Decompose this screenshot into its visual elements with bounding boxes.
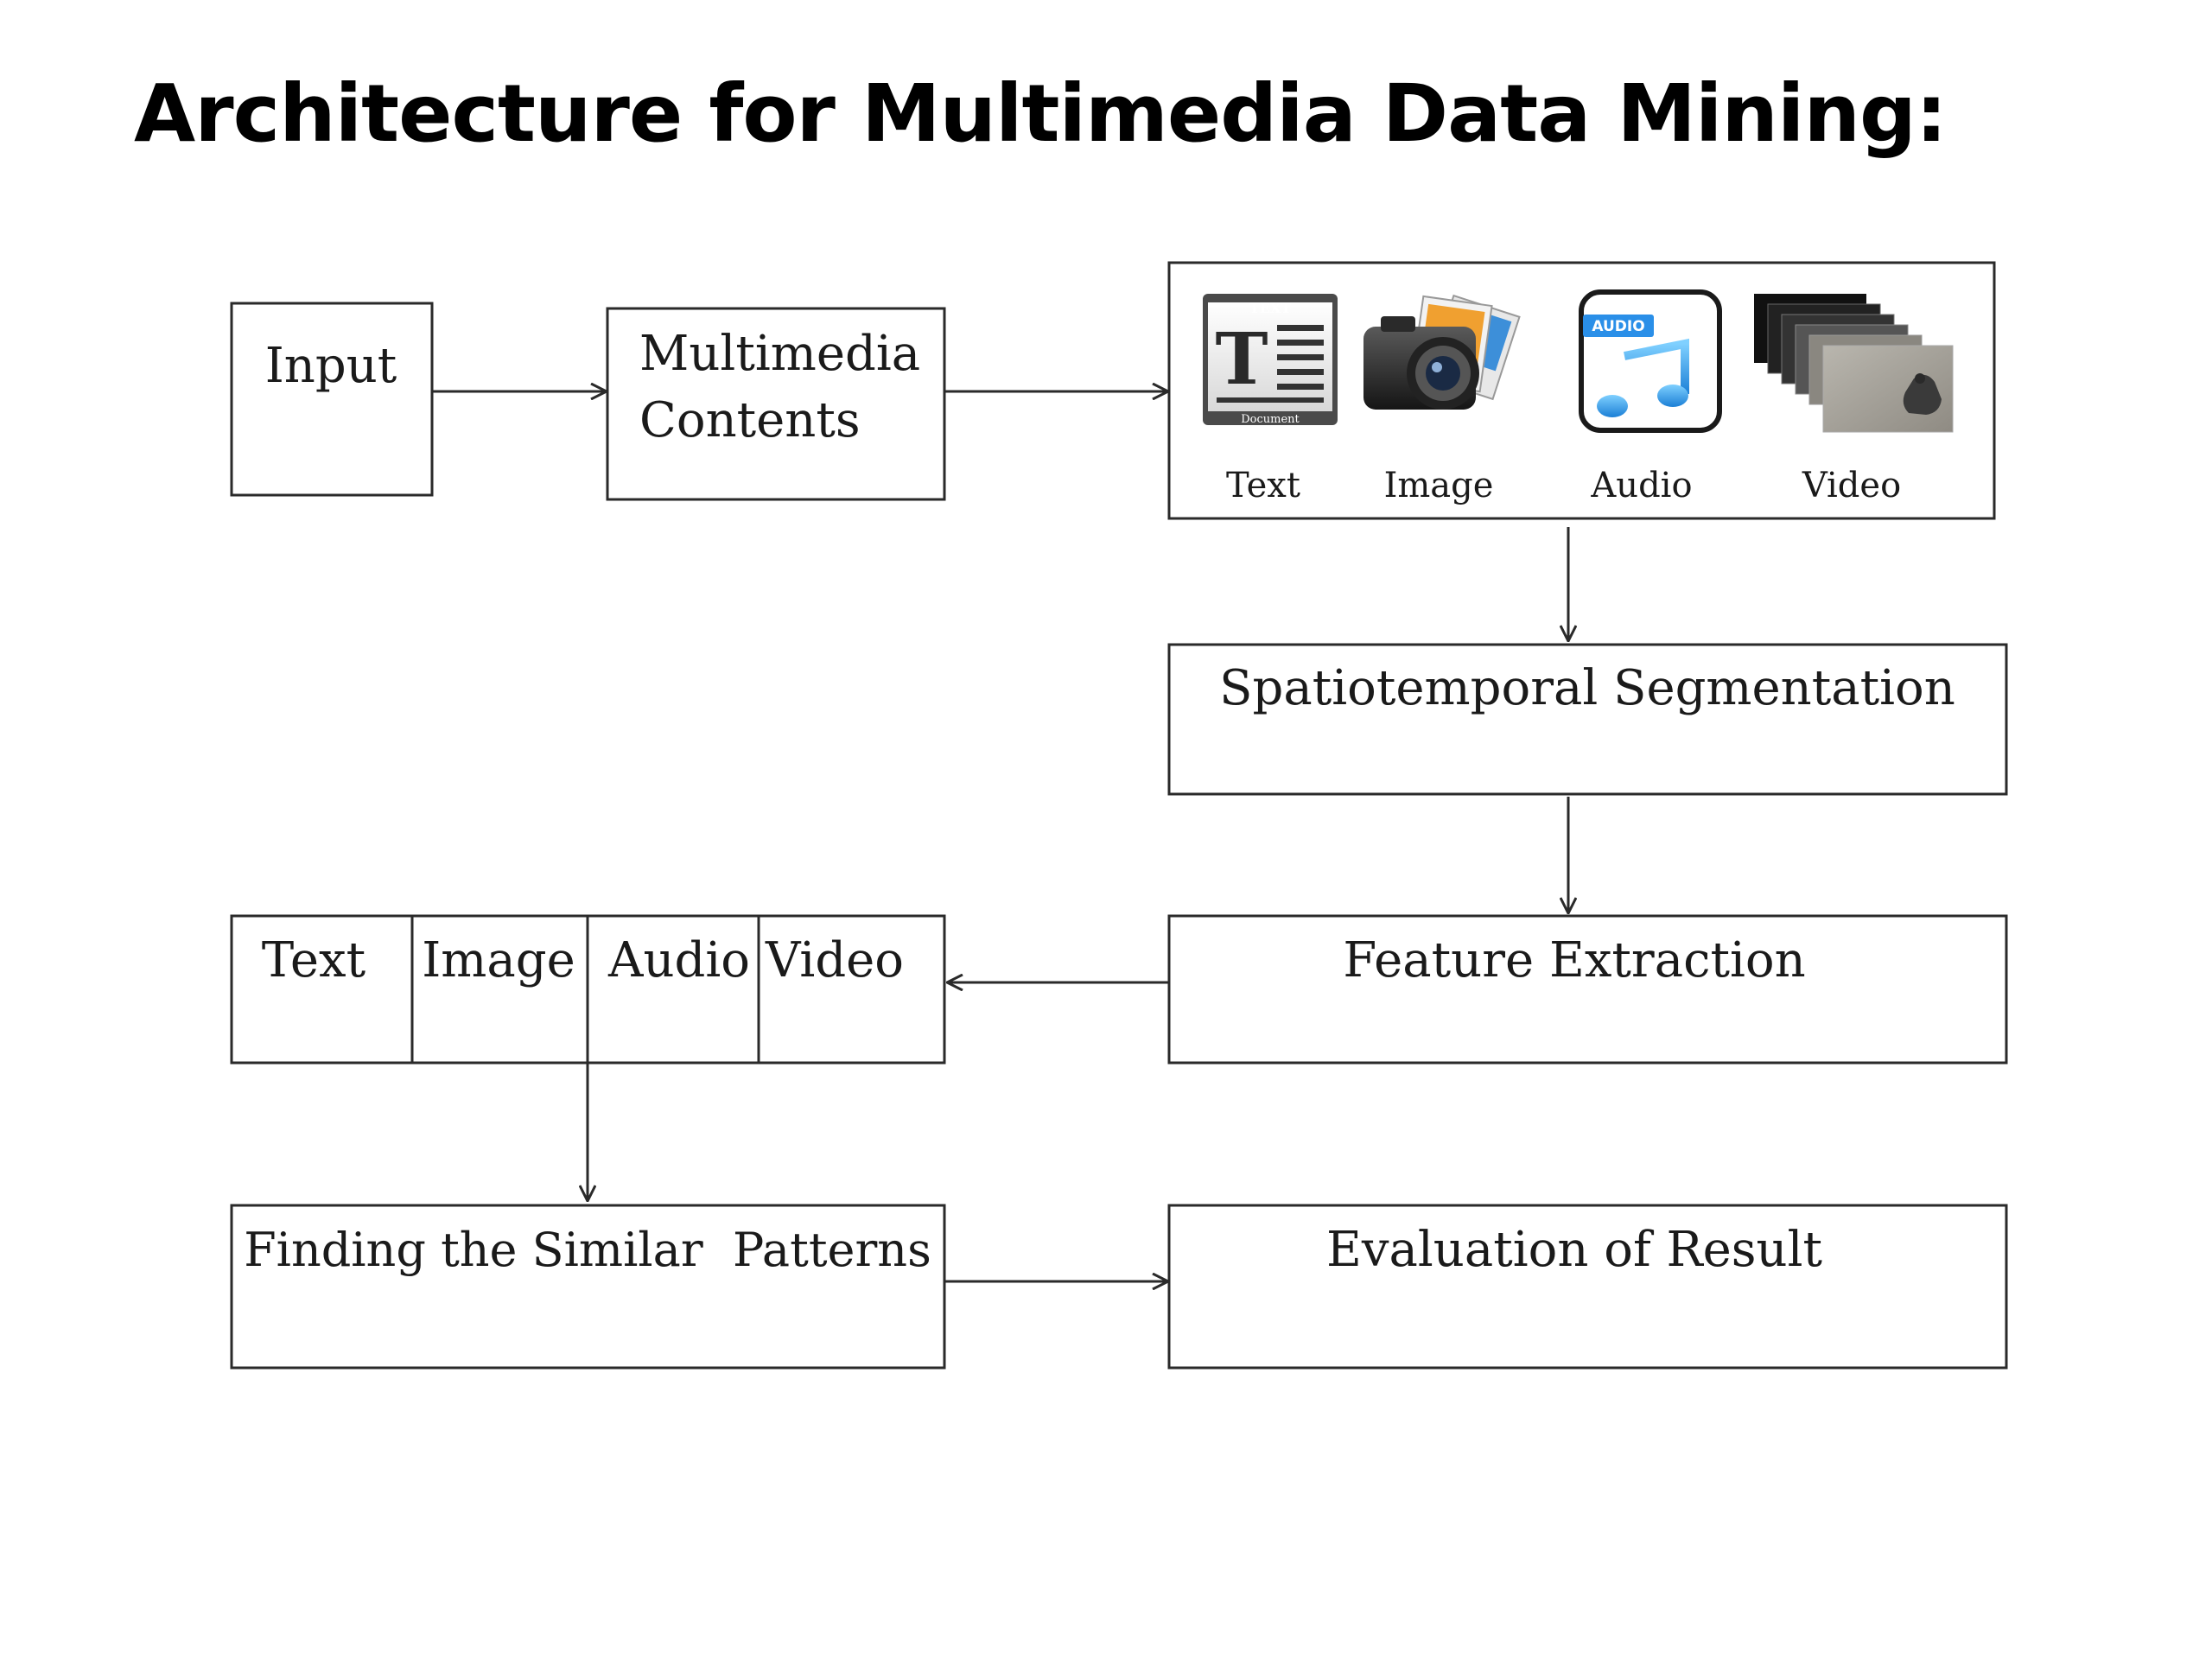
audio-note-icon: AUDIO	[1579, 289, 1722, 433]
text-icon-header: TEXT	[1249, 300, 1292, 316]
spatiotemporal-label: Spatiotemporal Segmentation	[1219, 660, 1955, 716]
multimedia-label-line2: Contents	[639, 392, 861, 448]
video-frames-icon	[1754, 294, 1954, 433]
input-label: Input	[265, 338, 397, 394]
spatiotemporal-segmentation-node: Spatiotemporal Segmentation	[1167, 643, 2008, 796]
text-icon-footer: Document	[1241, 413, 1300, 426]
feature-cells-node: Text Image Audio Video	[230, 914, 946, 1065]
media-label-text: Text	[1226, 466, 1300, 505]
media-label-audio: Audio	[1590, 466, 1692, 505]
evaluation-label: Evaluation of Result	[1326, 1222, 1823, 1278]
feature-extraction-label: Feature Extraction	[1343, 932, 1805, 988]
media-types-panel: TEXT T Document AUDIO	[1167, 261, 1996, 520]
multimedia-label-line1: Multimedia	[639, 326, 920, 382]
camera-photos-icon	[1363, 294, 1521, 410]
finding-patterns-label: Finding the Similar Patterns	[244, 1223, 931, 1277]
media-label-video: Video	[1802, 466, 1901, 505]
feature-cell-image: Image	[422, 932, 575, 988]
feature-extraction-node: Feature Extraction	[1167, 914, 2008, 1065]
svg-text:T: T	[1215, 318, 1268, 401]
audio-icon-tag: AUDIO	[1592, 318, 1644, 335]
media-label-image: Image	[1384, 466, 1494, 505]
finding-patterns-node: Finding the Similar Patterns	[230, 1204, 946, 1370]
feature-cell-text: Text	[262, 932, 366, 988]
page-title: Architecture for Multimedia Data Mining:	[134, 67, 1948, 160]
feature-cell-audio: Audio	[607, 932, 750, 988]
feature-cell-video: Video	[765, 932, 904, 988]
text-document-icon: TEXT T Document	[1203, 294, 1338, 426]
multimedia-contents-node: Multimedia Contents	[606, 307, 946, 501]
evaluation-node: Evaluation of Result	[1167, 1204, 2008, 1370]
input-node: Input	[230, 302, 434, 497]
